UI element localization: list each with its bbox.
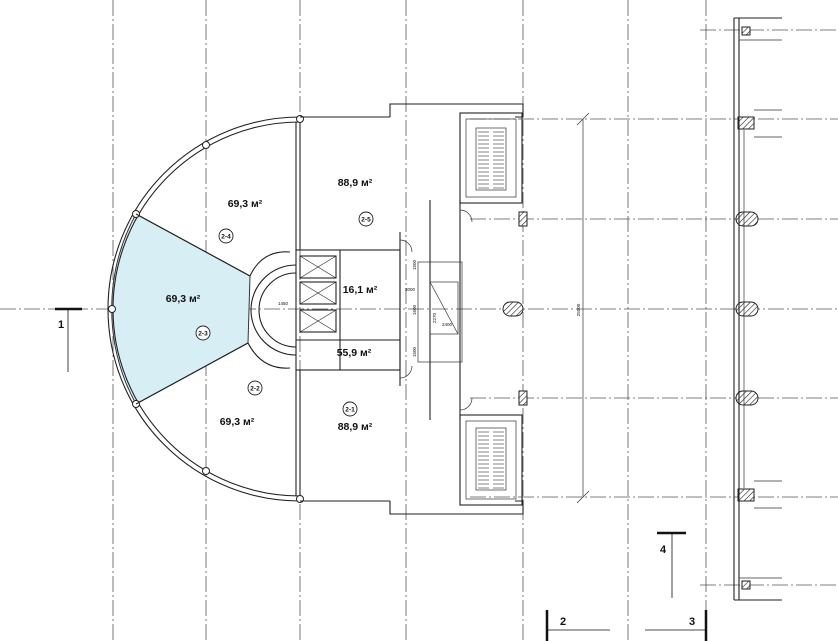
axis-markers: 2 3 xyxy=(545,610,708,641)
elevators xyxy=(299,255,337,333)
dimension-overall-label: 25000 xyxy=(576,303,581,316)
room-tag-2-5: 2-5 xyxy=(358,211,374,227)
room-tag-2-4-text: 2-4 xyxy=(221,234,231,241)
dim-label-2: 1450 xyxy=(278,301,289,306)
dim-label-5: 2400 xyxy=(442,322,453,327)
room-2-5-area: 88,9 м² xyxy=(338,177,373,189)
room-2-3-area: 69,3 м² xyxy=(166,293,201,305)
room-tag-2-1-text: 2-1 xyxy=(345,407,355,414)
room-2-4-area: 69,3 м² xyxy=(228,198,263,210)
right-wing xyxy=(733,17,782,601)
dimension-overall: 25000 xyxy=(576,112,590,504)
room-tag-2-2: 2-2 xyxy=(247,380,263,396)
stair-upper xyxy=(459,112,523,204)
axis-3-label: 3 xyxy=(689,616,695,628)
section-mark-4-label: 4 xyxy=(660,544,667,556)
axis-2-label: 2 xyxy=(560,616,566,628)
dim-label-6: 1600 xyxy=(412,304,417,315)
section-mark-4: 4 xyxy=(657,531,686,598)
section-mark-1: 1 xyxy=(55,307,82,372)
dim-label-7: 1500 xyxy=(412,346,417,357)
room-tag-2-5-text: 2-5 xyxy=(361,217,371,224)
dim-label-1: 3000 xyxy=(405,287,416,292)
room-tag-2-2-text: 2-2 xyxy=(250,386,260,393)
columns xyxy=(502,26,759,590)
corridor-area: 55,9 м² xyxy=(337,347,372,359)
room-2-2-area: 69,3 м² xyxy=(220,416,255,428)
room-2-1-area: 88,9 м² xyxy=(338,421,373,433)
core-rooms xyxy=(399,209,473,411)
room-tag-2-4: 2-4 xyxy=(218,228,234,244)
rotunda xyxy=(247,251,297,369)
room-tag-2-3: 2-3 xyxy=(195,325,211,341)
stair-lower xyxy=(459,414,523,506)
partitions xyxy=(135,103,524,515)
section-mark-1-label: 1 xyxy=(58,319,64,331)
lift-lobby-area: 16,1 м² xyxy=(343,284,378,296)
room-tag-2-1: 2-1 xyxy=(342,401,358,417)
dim-label-4: 2270 xyxy=(432,312,437,323)
dim-label-3: 1500 xyxy=(412,259,417,270)
room-tag-2-3-text: 2-3 xyxy=(198,331,208,338)
curved-facade xyxy=(107,115,304,503)
